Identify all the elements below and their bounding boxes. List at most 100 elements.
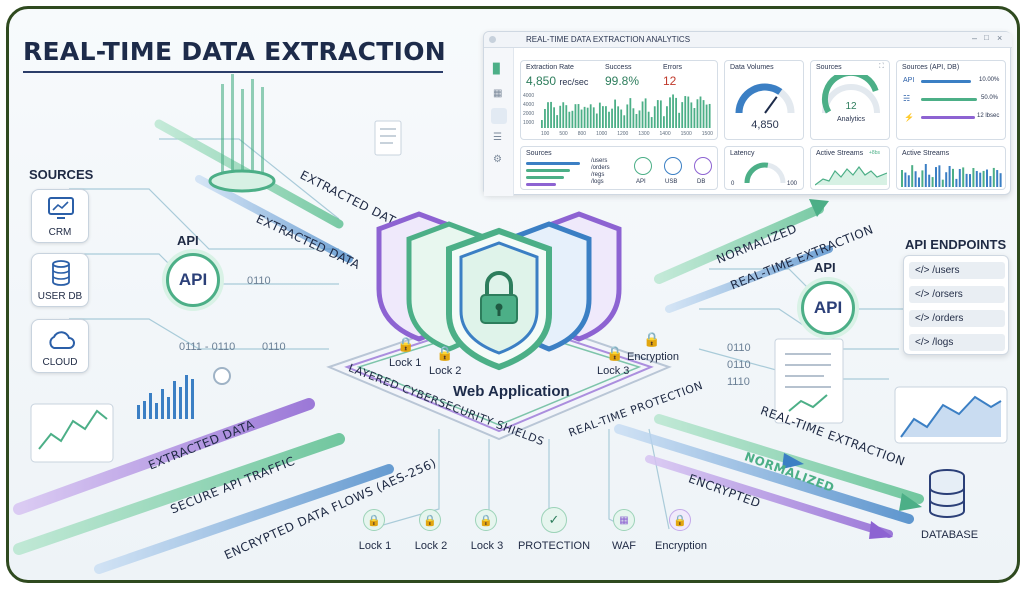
- db-source-icon: [694, 157, 712, 175]
- sources-api-row-name: API: [903, 77, 915, 84]
- rate-bar: [641, 101, 644, 128]
- x-tick: 1200: [617, 131, 629, 137]
- endpoint-item[interactable]: </> /logs: [909, 334, 1005, 351]
- rate-bar: [690, 102, 693, 128]
- extraction-rate-card: Extraction Rate 4,850 rec/sec Success 99…: [520, 60, 718, 140]
- sources-heading: SOURCES: [29, 167, 94, 182]
- active-streams-tag: +8bs: [869, 150, 880, 156]
- mini-area-chart-right: [894, 386, 1008, 444]
- api-source-icon: [634, 157, 652, 175]
- bottom-icon-label: Lock 1: [358, 540, 392, 552]
- rate-bar: [684, 96, 687, 128]
- active-streams-area-chart: [815, 166, 887, 186]
- sources-list-label: Sources: [526, 150, 552, 157]
- list-icon[interactable]: ☰: [493, 132, 502, 143]
- lock-icon: 🔒: [606, 345, 624, 361]
- grid-icon[interactable]: ▦: [493, 88, 503, 99]
- rate-bar: [565, 105, 568, 128]
- data-volumes-label: Data Volumes: [730, 64, 774, 71]
- api-endpoints-panel: </> /users </> /orsers </> /orders </> /…: [903, 255, 1009, 355]
- extraction-rate-number: 4,850: [526, 74, 557, 88]
- endpoint-item[interactable]: </> /users: [909, 262, 1005, 279]
- mini-line-chart-left: [30, 403, 114, 463]
- active-streams-card-2: Active Streams: [896, 146, 1006, 190]
- rate-bar: [580, 109, 583, 128]
- lock-icon: 🔒: [363, 509, 385, 531]
- line-chart-icon[interactable]: [491, 108, 507, 124]
- source-path: /users: [591, 158, 608, 164]
- lock-icon: 🔒: [436, 345, 454, 361]
- diagram-frame: REAL-TIME DATA EXTRACTION SOURCES CRM US…: [6, 6, 1020, 583]
- data-volumes-card: Data Volumes 4,850: [724, 60, 804, 140]
- stream-bar: [958, 168, 961, 187]
- extraction-rate-unit: rec/sec: [559, 77, 589, 87]
- x-tick: 800: [577, 131, 587, 137]
- database-label: DATABASE: [921, 529, 979, 541]
- stream-bar: [989, 176, 992, 187]
- bottom-icon-label: Lock 3: [470, 540, 504, 552]
- stream-bar: [972, 168, 975, 187]
- gear-icon[interactable]: ⚙: [493, 154, 502, 165]
- maximize-icon[interactable]: □: [984, 33, 989, 42]
- success-value: 99.8%: [605, 74, 640, 88]
- api-right-badge: API: [801, 281, 855, 335]
- sources-gauge: [822, 75, 880, 114]
- extraction-rate-label: Extraction Rate: [526, 64, 574, 71]
- rate-bar: [592, 107, 595, 128]
- stream-bar: [904, 172, 907, 187]
- sources-list-card: Sources /users /orders /regs /logs API U…: [520, 146, 718, 190]
- errors-label: Errors: [663, 64, 683, 71]
- latency-card: Latency 0 100: [724, 146, 804, 190]
- document-icon-top: [374, 120, 402, 156]
- source-path: /orders: [591, 165, 610, 171]
- api-left-heading: API: [177, 233, 199, 248]
- rate-bar: [669, 97, 671, 128]
- rate-bar: [605, 106, 607, 128]
- close-icon[interactable]: ×: [997, 33, 1003, 43]
- x-tick: 1500: [701, 131, 713, 137]
- errors-value: 12: [663, 74, 677, 88]
- rate-bar: [647, 111, 650, 128]
- stream-bar: [918, 177, 920, 187]
- binary-text: 0110: [262, 341, 286, 353]
- endpoint-item[interactable]: </> /orders: [909, 310, 1005, 327]
- bottom-icon-label: Lock 2: [414, 540, 448, 552]
- web-application-title: Web Application: [453, 383, 570, 400]
- stream-bar: [975, 171, 978, 187]
- sources-gauge-value: 12: [845, 101, 857, 112]
- rate-bar: [589, 104, 592, 128]
- sources-api-row-pct: 12 lbsec: [977, 113, 1000, 119]
- api-left-badge: API: [166, 253, 220, 307]
- x-tick: 1500: [680, 131, 692, 137]
- minimize-icon[interactable]: –: [972, 33, 978, 43]
- rate-bar: [626, 104, 629, 128]
- rate-bar: [559, 105, 562, 128]
- api-right-badge-text: API: [813, 298, 843, 317]
- rate-bar: [617, 106, 620, 128]
- rate-bar: [632, 108, 635, 128]
- bottom-icon-label: Encryption: [655, 540, 707, 552]
- rate-bar: [638, 110, 641, 128]
- rate-bar: [705, 104, 708, 128]
- center-lock-label: Lock 2: [429, 365, 462, 377]
- sources-api-row-pct: 50.0%: [981, 95, 999, 101]
- window-title: REAL-TIME DATA EXTRACTION ANALYTICS: [526, 35, 691, 44]
- bar-chart-icon[interactable]: ▉: [493, 64, 501, 75]
- sources-api-row-pct: 10.00%: [979, 77, 1000, 83]
- endpoint-item[interactable]: </> /orsers: [909, 286, 1005, 303]
- latency-min: 0: [731, 181, 735, 187]
- binary-text: 0110: [727, 342, 751, 354]
- stream-bar: [907, 175, 910, 187]
- source-path: /logs: [591, 179, 604, 185]
- expand-icon[interactable]: ⛶: [879, 63, 884, 70]
- binary-text: 0110: [247, 275, 271, 287]
- shield-check-icon: ✓: [541, 507, 567, 533]
- stream-bar: [955, 178, 958, 187]
- success-label: Success: [605, 64, 632, 71]
- page-title: REAL-TIME DATA EXTRACTION: [23, 37, 447, 66]
- rate-bar: [547, 102, 549, 128]
- bottom-icon-label: WAF: [611, 540, 637, 552]
- stream-bar: [901, 170, 903, 187]
- window-dot-icon: [489, 36, 496, 43]
- api-left-badge-text: API: [178, 270, 208, 289]
